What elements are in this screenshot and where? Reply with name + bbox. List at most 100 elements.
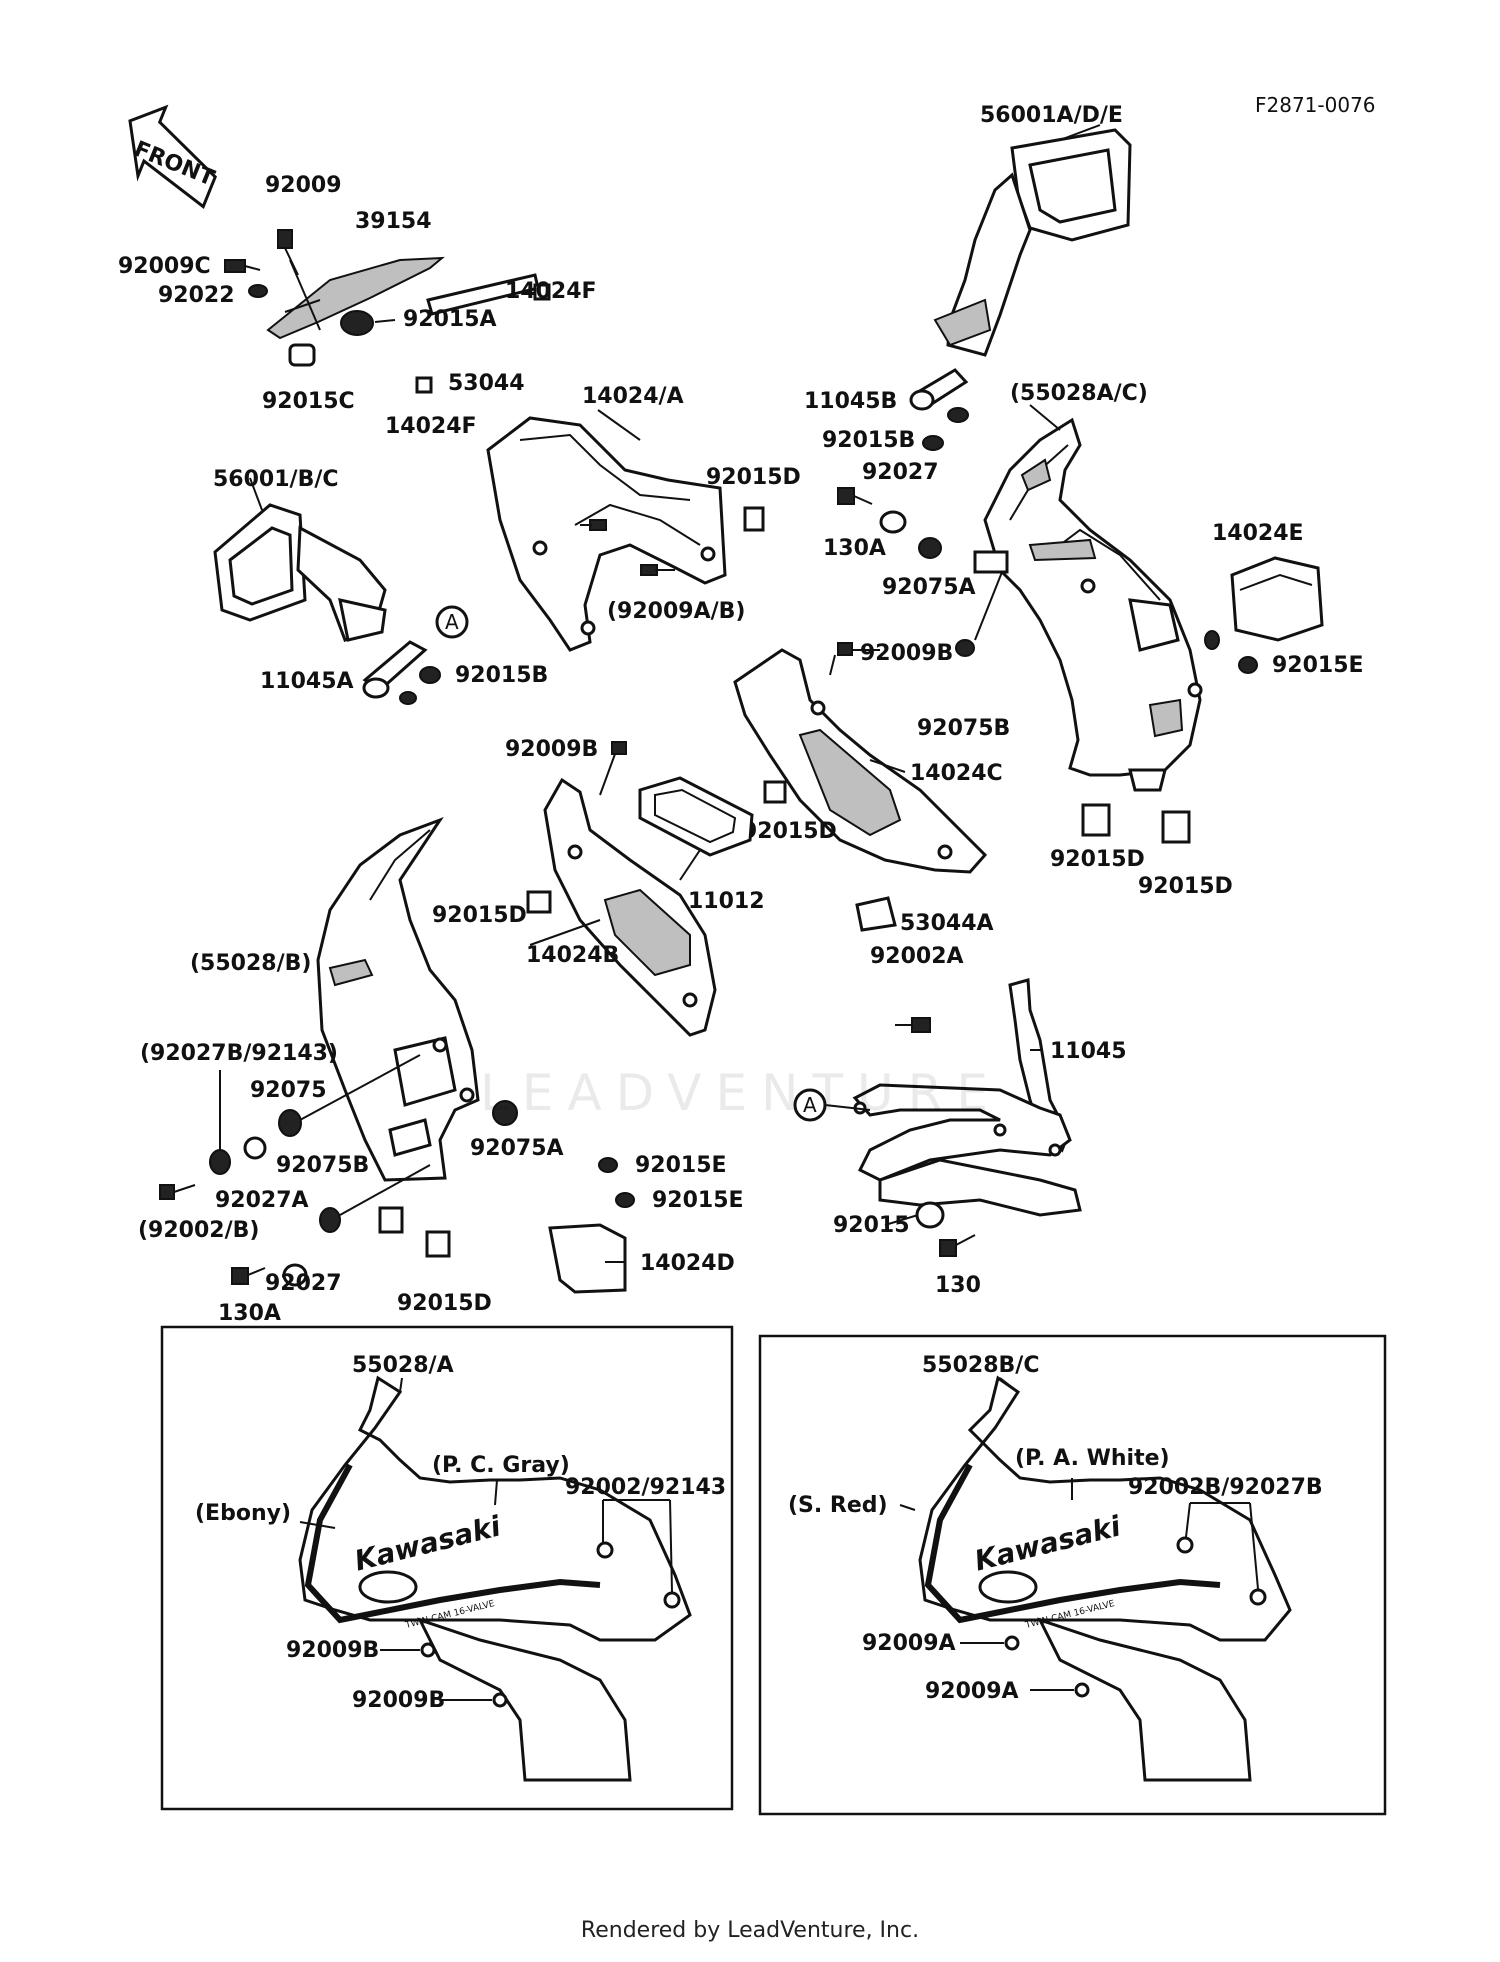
label-92002B: (92002/B) bbox=[138, 1218, 259, 1243]
screw-92009-icon bbox=[277, 229, 299, 276]
left-inset-color-trim: (Ebony) bbox=[195, 1501, 291, 1526]
label-92075B-bot: 92075B bbox=[276, 1153, 369, 1178]
fairing-right-55028AC bbox=[983, 417, 1203, 792]
label-56001BC: 56001/B/C bbox=[213, 467, 339, 492]
nut-92015D-r2-icon bbox=[1161, 810, 1191, 844]
nut-left-icon bbox=[378, 1206, 404, 1234]
label-14024F-top: 14024F bbox=[505, 279, 597, 304]
gasket-11012 bbox=[638, 776, 754, 857]
label-92015B-top: 92015B bbox=[822, 428, 915, 453]
bracket-11045 bbox=[852, 978, 1082, 1217]
label-92075A-top: 92075A bbox=[882, 575, 976, 600]
label-92075: 92075 bbox=[250, 1078, 327, 1103]
label-11012: 11012 bbox=[688, 889, 765, 914]
label-11045: 11045 bbox=[1050, 1039, 1127, 1064]
trim-53044A-icon bbox=[855, 896, 897, 932]
label-92015D-r2: 92015D bbox=[1138, 874, 1233, 899]
screw-92009C-icon bbox=[224, 259, 261, 273]
label-92015E-2: 92015E bbox=[652, 1188, 744, 1213]
washer-92027-icon bbox=[879, 510, 907, 534]
label-92015E-1: 92015E bbox=[635, 1153, 727, 1178]
watermark: LEADVENTURE bbox=[480, 1064, 1002, 1122]
bolt-92002B-icon bbox=[159, 1184, 196, 1200]
cover-14024D bbox=[548, 1223, 627, 1294]
label-92015B-mid: 92015B bbox=[455, 663, 548, 688]
right-inset-screw2: 92009A bbox=[925, 1679, 1019, 1704]
nut-92015D-bot-icon bbox=[425, 1230, 451, 1258]
panel-14024C bbox=[733, 648, 988, 874]
cover-14024E bbox=[1230, 556, 1324, 642]
label-14024D: 14024D bbox=[640, 1251, 735, 1276]
right-inset-screw1: 92009A bbox=[862, 1631, 956, 1656]
label-130A-bot: 130A bbox=[218, 1301, 281, 1326]
label-92009C: 92009C bbox=[118, 254, 211, 279]
label-53044: 53044 bbox=[448, 371, 525, 396]
clip-14024F-bot-icon bbox=[415, 376, 433, 394]
stay-11045B bbox=[909, 368, 969, 411]
stay-11045A bbox=[362, 640, 428, 699]
label-130A-top: 130A bbox=[823, 536, 886, 561]
grommet-92015B-top-icon bbox=[922, 435, 944, 451]
washer-92022-icon bbox=[248, 284, 268, 298]
label-92002A: 92002A bbox=[870, 944, 964, 969]
label-92009B-top: 92009B bbox=[860, 641, 953, 666]
nut-92015C-icon bbox=[288, 343, 316, 367]
label-92027B92143: (92027B/92143) bbox=[140, 1041, 338, 1066]
grommet-92075B-icon bbox=[319, 1207, 341, 1233]
label-92027A: 92027A bbox=[215, 1188, 309, 1213]
bolt-130-bot-icon bbox=[939, 1234, 976, 1257]
label-92022: 92022 bbox=[158, 283, 235, 308]
reference-a-bot-label: A bbox=[803, 1093, 817, 1117]
panel-14024B bbox=[543, 777, 717, 1037]
label-92015D-mid: 92015D bbox=[742, 819, 837, 844]
washer-92027B-icon bbox=[209, 1149, 231, 1175]
screw-14024A-icon bbox=[580, 519, 607, 531]
label-92075B-right: 92075B bbox=[917, 716, 1010, 741]
label-92015A: 92015A bbox=[403, 307, 497, 332]
figure-code: F2871-0076 bbox=[1255, 93, 1376, 117]
mirror-56001BC bbox=[213, 503, 387, 643]
clip-14024F-top-icon bbox=[533, 283, 551, 301]
left-inset-color-main: (P. C. Gray) bbox=[432, 1453, 570, 1478]
grommet-92075B-right-icon bbox=[955, 639, 975, 657]
label-11045B: 11045B bbox=[804, 389, 897, 414]
label-55028B: (55028/B) bbox=[190, 951, 311, 976]
label-92015D-top: 92015D bbox=[706, 465, 801, 490]
label-130-bot: 130 bbox=[935, 1273, 981, 1298]
label-92015D-bot: 92015D bbox=[397, 1291, 492, 1316]
label-14024A: 14024/A bbox=[582, 384, 684, 409]
part-39154-bracket bbox=[266, 256, 445, 340]
label-92075A-bot: 92075A bbox=[470, 1136, 564, 1161]
label-92015D-left: 92015D bbox=[432, 903, 527, 928]
screw-92009B-mid-icon bbox=[599, 741, 627, 796]
right-inset-color-main: (P. A. White) bbox=[1015, 1446, 1170, 1471]
label-55028AC: (55028A/C) bbox=[1010, 381, 1148, 406]
screw-92009B-top-icon bbox=[829, 642, 853, 676]
left-inset-fasteners: 92002/92143 bbox=[565, 1475, 726, 1500]
label-56001ADE: 56001A/D/E bbox=[980, 103, 1123, 128]
left-inset-part: 55028/A bbox=[352, 1353, 454, 1378]
label-11045A: 11045A bbox=[260, 669, 354, 694]
front-arrow-icon: FRONT bbox=[128, 104, 218, 209]
label-92015E-right: 92015E bbox=[1272, 653, 1364, 678]
nut-92075A-top-icon bbox=[973, 550, 1009, 574]
nut-92015D-r1-icon bbox=[1081, 803, 1111, 837]
screw-92009AB-icon bbox=[640, 564, 675, 576]
nut-11045A-icon bbox=[399, 691, 417, 705]
label-14024F-bot: 14024F bbox=[385, 414, 477, 439]
washer-92027-bot-icon bbox=[282, 1263, 308, 1287]
label-53044A: 53044A bbox=[900, 911, 994, 936]
inset-right: Kawasaki TWIN CAM 16-VALVE bbox=[758, 1334, 1387, 1816]
label-92009: 92009 bbox=[265, 173, 342, 198]
label-14024C: 14024C bbox=[910, 761, 1003, 786]
label-92015D-r1: 92015D bbox=[1050, 847, 1145, 872]
label-14024B: 14024B bbox=[526, 943, 619, 968]
leader-lines bbox=[249, 124, 1101, 1263]
grommet-92075A-bot-icon bbox=[492, 1100, 518, 1126]
fairing-left-55028B bbox=[316, 816, 480, 1182]
grommet-92015E-2-icon bbox=[615, 1192, 635, 1208]
bolt-130A-bot-icon bbox=[231, 1267, 266, 1285]
washer-92027A-icon bbox=[243, 1136, 267, 1160]
nut-92015D-left-icon bbox=[526, 890, 552, 914]
